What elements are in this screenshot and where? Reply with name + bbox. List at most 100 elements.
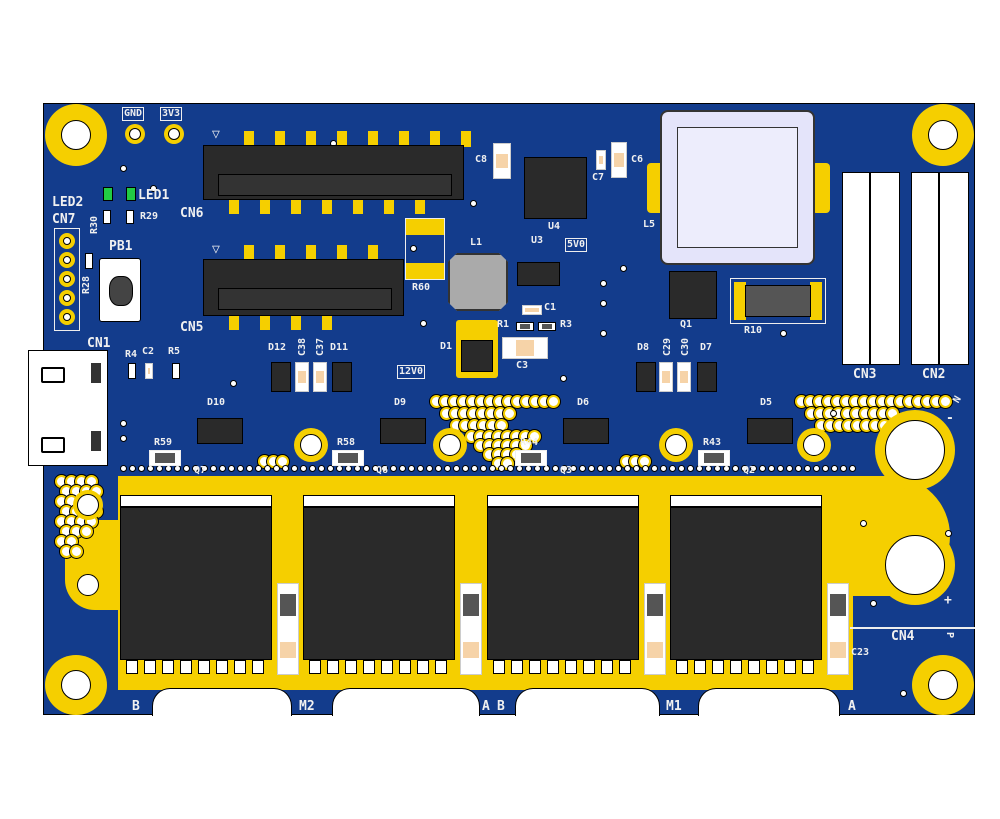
mosfet-lead (547, 660, 559, 674)
r60 (405, 218, 445, 280)
c3-label: C3 (516, 360, 529, 371)
m2-label: M2 (299, 699, 315, 714)
connector-pin (368, 245, 378, 261)
via (273, 465, 280, 472)
r58 (332, 450, 364, 466)
via (732, 465, 739, 472)
q1-label: Q1 (680, 319, 693, 330)
copper-via (70, 545, 83, 558)
plus-label: + (944, 593, 952, 608)
thermal-via (433, 428, 467, 462)
motor-terminal-m1-b[interactable] (515, 688, 660, 716)
via (381, 465, 388, 472)
cn3-connector[interactable] (842, 172, 900, 365)
terminal-a-label: A (482, 699, 490, 714)
via (282, 465, 289, 472)
d6 (563, 418, 609, 444)
via (570, 465, 577, 472)
via (750, 465, 757, 472)
r5 (172, 363, 180, 379)
via (318, 465, 325, 472)
r30 (103, 210, 111, 224)
m1-label: M1 (666, 699, 682, 714)
via (723, 465, 730, 472)
connector-pin (322, 314, 332, 330)
r4-label: R4 (125, 349, 138, 360)
5v0-label: 5V0 (565, 238, 588, 252)
cn7-label: CN7 (52, 212, 76, 227)
cn6-connector[interactable] (203, 145, 464, 200)
d5 (747, 418, 793, 444)
via (687, 465, 694, 472)
via (363, 465, 370, 472)
d7 (697, 362, 717, 392)
motor-terminal-m2-a[interactable] (332, 688, 480, 716)
copper-via (547, 395, 560, 408)
u4-label: U4 (548, 221, 561, 232)
r28 (85, 253, 93, 269)
button-cap[interactable] (109, 276, 133, 306)
mosfet-lead (435, 660, 447, 674)
via (410, 245, 417, 252)
via (870, 600, 877, 607)
pb1-button[interactable] (99, 258, 141, 322)
via (129, 465, 136, 472)
mosfet-lead (417, 660, 429, 674)
d11 (332, 362, 352, 392)
cn7-header[interactable] (54, 228, 80, 331)
mosfet-lead (676, 660, 688, 674)
via (561, 465, 568, 472)
via (390, 465, 397, 472)
via (615, 465, 622, 472)
motor-terminal-m2-b[interactable] (152, 688, 292, 716)
via-hole (73, 570, 103, 600)
c37-label: C37 (315, 337, 327, 357)
c7-label: C7 (592, 172, 605, 183)
via (201, 465, 208, 472)
pin (59, 309, 75, 325)
r60-label: R60 (412, 282, 431, 293)
mosfet-q7 (120, 495, 272, 660)
mosfet-lead (252, 660, 264, 674)
cn2-connector[interactable] (911, 172, 969, 365)
power-terminal-neg (875, 410, 955, 490)
c38 (295, 362, 309, 392)
via (147, 465, 154, 472)
terminal-a-label: A (848, 699, 856, 714)
via (945, 530, 952, 537)
mosfet-lead (565, 660, 577, 674)
q1 (669, 271, 717, 319)
d12 (271, 362, 291, 392)
motor-terminal-m1-a[interactable] (698, 688, 840, 716)
mounting-hole-bl (45, 655, 107, 715)
cn1-label: CN1 (87, 336, 111, 351)
via (300, 465, 307, 472)
cn1-usb-connector[interactable] (28, 350, 108, 466)
r5-label: R5 (168, 346, 181, 357)
via (480, 465, 487, 472)
mosfet-lead (619, 660, 631, 674)
gnd-test-point[interactable] (125, 124, 145, 144)
snubber-c23 (827, 583, 849, 675)
resistor-body (745, 285, 811, 317)
via (399, 465, 406, 472)
via (516, 465, 523, 472)
pin (59, 252, 75, 268)
mosfet-lead (234, 660, 246, 674)
via (600, 330, 607, 337)
connector-pin (399, 131, 409, 147)
3v3-test-point[interactable] (164, 124, 184, 144)
mosfet-lead (493, 660, 505, 674)
via (588, 465, 595, 472)
via (660, 465, 667, 472)
mosfet-lead (144, 660, 156, 674)
via (192, 465, 199, 472)
via (156, 465, 163, 472)
snubber (460, 583, 482, 675)
q6-label: Q6 (376, 465, 389, 476)
thermal-via (294, 428, 328, 462)
connector-pin (353, 198, 363, 214)
connector-pin (384, 198, 394, 214)
via (444, 465, 451, 472)
cn5-connector[interactable] (203, 259, 404, 316)
